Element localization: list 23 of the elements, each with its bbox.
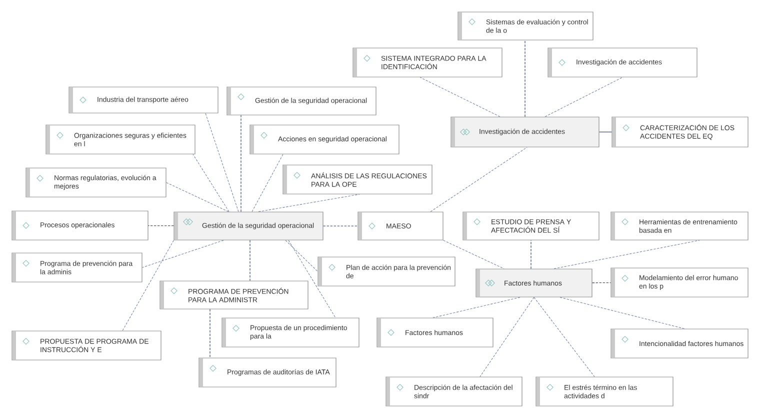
connector-line [534,297,595,377]
connector-line [252,154,284,212]
connector-line [430,147,528,212]
connector-line [420,77,500,117]
connector-line [592,282,611,284]
connector-line [122,240,174,331]
connector-line [480,297,534,377]
connector-line [554,240,700,269]
connector-line [192,154,230,212]
connector-line [530,240,532,269]
connector-line [258,194,360,212]
connector-line [285,240,318,272]
connector-line [432,297,520,318]
connector-line [560,297,685,329]
connector-line [142,240,224,268]
connector-line [544,77,623,117]
connector-line [288,240,336,318]
connector-line [524,40,526,117]
connector-line [148,225,174,226]
connector-line [166,182,229,212]
connector-line [240,115,242,212]
connector-line [443,240,504,269]
connector-line [205,113,239,212]
